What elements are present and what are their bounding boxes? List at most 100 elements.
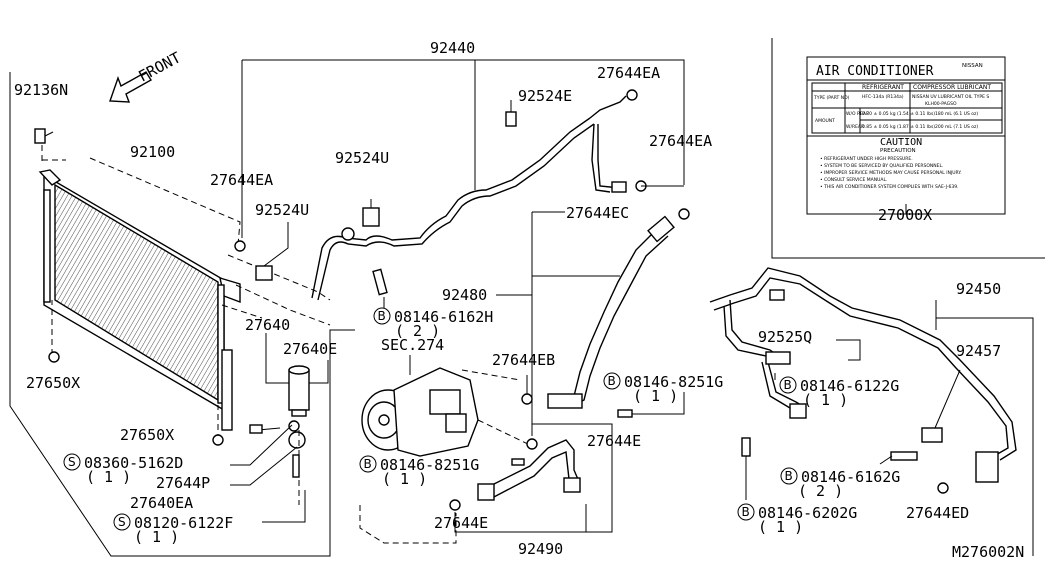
svg-text:S: S: [118, 515, 126, 529]
label-27644e-b: 27644E: [434, 514, 488, 532]
svg-text:08146-8251G: 08146-8251G: [380, 456, 479, 474]
label-27644ea-a: 27644EA: [210, 171, 273, 189]
col-refrigerant: REFRIGERANT: [862, 84, 904, 91]
svg-text:( 1 ): ( 1 ): [134, 528, 179, 546]
label-92457: 92457: [956, 342, 1001, 360]
o-ring-27644ea-a-icon: [234, 240, 246, 252]
o-ring-27644e-a-icon: [526, 438, 538, 450]
bracket-92457-icon: [921, 427, 943, 443]
compressor-sec274: [361, 367, 479, 457]
row-amount: AMOUNT: [815, 118, 835, 124]
svg-text:08120-6122F: 08120-6122F: [134, 514, 233, 532]
svg-text:08146-8251G: 08146-8251G: [624, 373, 723, 391]
svg-text:B: B: [785, 469, 793, 483]
front-label: FRONT: [135, 48, 183, 85]
svg-text:08360-5162D: 08360-5162D: [84, 454, 183, 472]
label-92450: 92450: [956, 280, 1001, 298]
svg-text:( 1 ): ( 1 ): [633, 387, 678, 405]
label-27644eb: 27644EB: [492, 351, 555, 369]
label-27644ea-b: 27644EA: [597, 64, 660, 82]
precaution-3: • IMPROPER SERVICE METHODS MAY CAUSE PER…: [820, 170, 962, 176]
row-type: TYPE (PART NO): [813, 95, 850, 101]
pipe-92450: [709, 267, 1017, 483]
hose-92480: [547, 215, 675, 409]
lubricant-type: NISSAN UV LUBRICANT OIL TYPE S: [912, 94, 989, 100]
svg-text:( 1 ): ( 1 ): [803, 391, 848, 409]
refrigerant-type: HFC-134a (R134a): [862, 94, 904, 100]
svg-text:( 1 ): ( 1 ): [382, 470, 427, 488]
o-ring-27644eb-icon: [521, 393, 533, 405]
svg-text:B: B: [784, 378, 792, 392]
o-ring-27644e-b-icon: [449, 499, 461, 511]
svg-text:( 2 ): ( 2 ): [395, 322, 440, 340]
callout-08146-6162g: B 08146-6162G ( 2 ): [780, 467, 900, 500]
callout-08120-6122f: S 08120-6122F ( 1 ): [113, 513, 233, 546]
label-92100: 92100: [130, 143, 175, 161]
label-92525q: 92525Q: [758, 328, 812, 346]
o-ring-27644ec-icon: [678, 208, 690, 220]
label-92524u-a: 92524U: [335, 149, 389, 167]
label-card-brand: NISSAN: [962, 63, 983, 69]
svg-text:S: S: [68, 455, 76, 469]
condenser-group-frame: [9, 72, 331, 557]
label-27640ea: 27640EA: [130, 494, 193, 512]
o-ring-27644p-icon: [288, 420, 300, 432]
label-92524e: 92524E: [518, 87, 572, 105]
label-area-border: [771, 38, 1045, 259]
label-27640: 27640: [245, 316, 290, 334]
callout-08146-6162h: B 08146-6162H ( 2 ): [373, 307, 493, 340]
svg-text:08146-6162G: 08146-6162G: [801, 468, 900, 486]
sheet-code: M276002N: [952, 543, 1024, 561]
label-27000x: 27000X: [878, 206, 932, 224]
svg-text:( 1 ): ( 1 ): [86, 468, 131, 486]
label-sec274: SEC.274: [381, 336, 444, 354]
callout-08146-8251g-a: B 08146-8251G ( 1 ): [603, 372, 723, 405]
svg-text:B: B: [364, 457, 372, 471]
lubricant-part: KLH00-PAGSO: [925, 101, 957, 107]
washer-27650x-a-icon: [48, 351, 60, 363]
bolt-08146-6162g-icon: [890, 451, 918, 461]
label-92480: 92480: [442, 286, 487, 304]
precaution-2: • SYSTEM TO BE SERVICED BY QUALIFIED PER…: [820, 163, 943, 169]
callout-08146-8251g-b: B 08146-8251G ( 1 ): [359, 455, 479, 488]
label-card-title: AIR CONDITIONER: [816, 64, 934, 79]
label-27650x-b: 27650X: [120, 426, 174, 444]
label-27644ec: 27644EC: [566, 204, 629, 222]
label-27644e-a: 27644E: [587, 432, 641, 450]
svg-text:B: B: [742, 505, 750, 519]
label-92136n: 92136N: [14, 81, 68, 99]
svg-text:( 1 ): ( 1 ): [758, 518, 803, 536]
svg-text:B: B: [608, 374, 616, 388]
front-arrow-icon: [109, 71, 152, 103]
label-27644ea-c: 27644EA: [649, 132, 712, 150]
svg-text:08146-6202G: 08146-6202G: [758, 504, 857, 522]
precaution-1: • REFRIGERANT UNDER HIGH PRESSURE.: [820, 156, 913, 162]
bolt-08146-6202g-icon: [741, 437, 751, 457]
amount-cond-2: W/REAR: [846, 124, 864, 130]
bolt-08146-8251g-b-icon: [511, 458, 525, 466]
clip-92524e-icon: [505, 111, 517, 127]
o-ring-27644ed-icon: [937, 482, 949, 494]
clip-92524u-a-icon: [362, 207, 380, 227]
precaution-4: • CONSULT SERVICE MANUAL.: [820, 177, 887, 183]
receiver-drier: [288, 365, 310, 417]
clip-92524u-b-icon: [255, 265, 273, 281]
amount-refr-1: 0.70 ± 0.05 kg (1.54 ± 0.11 lbs): [862, 111, 935, 117]
bolt-08146-8251g-a-icon: [617, 409, 633, 418]
bolt-92136n-icon: [34, 128, 54, 144]
bolt-08146-6162h-icon: [372, 268, 388, 296]
amount-cond-1: W/O REAR: [846, 111, 869, 117]
callout-08360-5162d: S 08360-5162D ( 1 ): [63, 453, 183, 486]
label-92524u-b: 92524U: [255, 201, 309, 219]
plug-27640ea-icon: [288, 431, 306, 449]
label-92490: 92490: [518, 540, 563, 558]
col-lubricant: COMPRESSOR LUBRICANT: [913, 84, 991, 91]
svg-text:B: B: [378, 309, 386, 323]
label-27644ed: 27644ED: [906, 504, 969, 522]
amount-refr-2: 0.85 ± 0.05 kg (1.87 ± 0.11 lbs): [862, 124, 935, 130]
washer-27650x-b-icon: [212, 434, 224, 446]
pipe-92440: [311, 95, 627, 301]
label-27650x-a: 27650X: [26, 374, 80, 392]
ac-label-card: AIR CONDITIONER NISSAN REFRIGERANT COMPR…: [806, 56, 1006, 215]
